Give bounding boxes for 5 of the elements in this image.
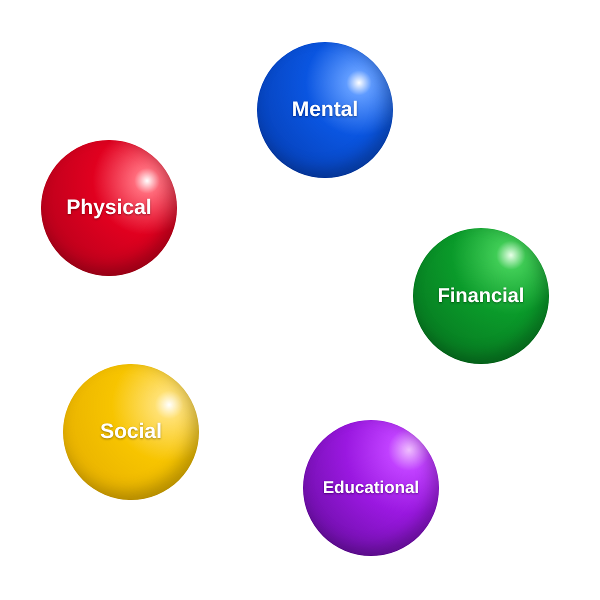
sphere-label: Financial [438, 284, 524, 308]
sphere-label: Social [100, 418, 162, 445]
sphere-label: Educational [322, 477, 420, 499]
sphere-label: Mental [292, 96, 358, 123]
sphere-label: Physical [66, 194, 152, 221]
